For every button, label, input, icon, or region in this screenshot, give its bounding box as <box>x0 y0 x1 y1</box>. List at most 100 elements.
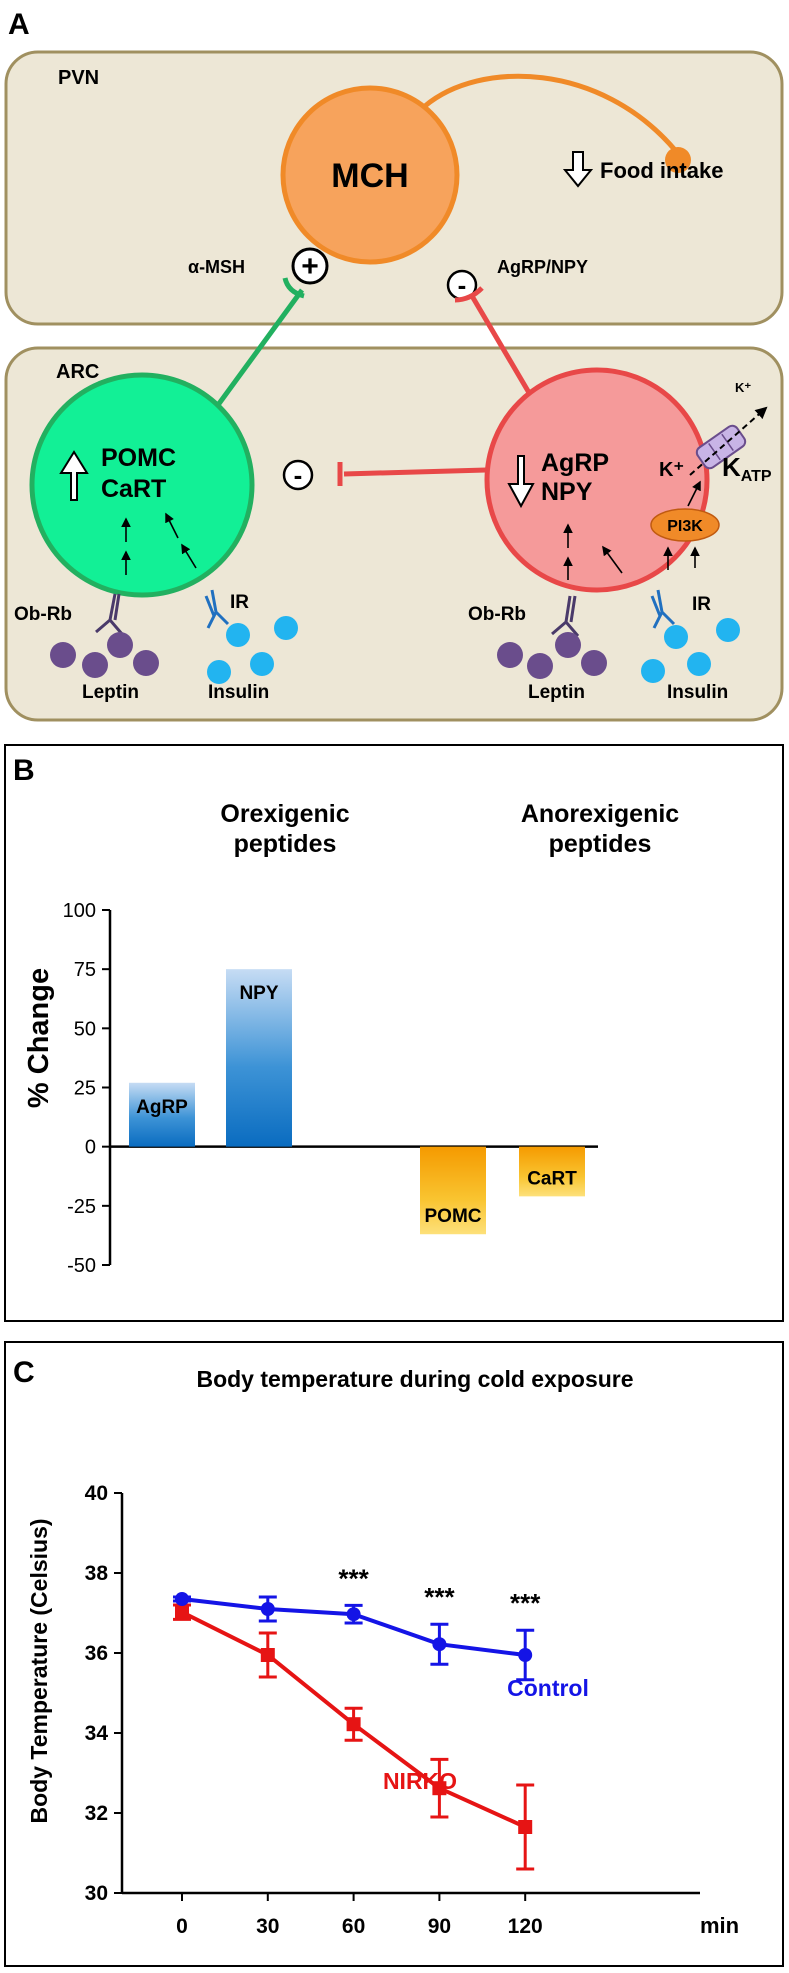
data-point-control <box>346 1607 361 1622</box>
data-point-nirko <box>260 1648 275 1662</box>
ir-receptor-left <box>204 589 230 629</box>
panel-a-letter: A <box>8 8 30 41</box>
pomc-arrow-3 <box>181 543 197 569</box>
panel-c-y-tick-label: 32 <box>85 1802 108 1825</box>
food-intake-label: Food intake <box>600 158 723 183</box>
pomc-to-mch-terminal <box>282 277 305 299</box>
panel-c-y-tick-label: 38 <box>85 1562 109 1585</box>
orexigenic-line1: Orexigenic <box>220 800 349 828</box>
data-point-nirko <box>518 1820 533 1834</box>
bar-label-npy: NPY <box>239 983 278 1004</box>
bar-pomc <box>420 1146 486 1235</box>
panel-c-y-tick-label: 34 <box>85 1722 109 1745</box>
mch-projection-line <box>423 73 677 152</box>
bar-label-cart: CaRT <box>527 1168 577 1189</box>
data-point-nirko <box>346 1717 361 1732</box>
panel-c: C Body temperature during cold exposure … <box>4 1341 784 1967</box>
panel-c-x-tick-label: 30 <box>256 1915 279 1938</box>
agrp-npy-top-label: AgRP/NPY <box>497 257 588 277</box>
panel-b-y-tick-label: 50 <box>74 1018 96 1040</box>
mch-cell <box>280 85 460 265</box>
arc-label: ARC <box>56 361 99 383</box>
ir-label-left: IR <box>230 592 249 613</box>
panel-c-letter: C <box>13 1356 35 1389</box>
pomc-cell <box>29 372 255 598</box>
mch-label: MCH <box>331 157 408 195</box>
minus-sign-mid: - <box>294 460 303 490</box>
alpha-msh-label: α-MSH <box>188 257 245 277</box>
potassium-efflux-arrow <box>689 406 768 476</box>
obrb-receptor-right <box>551 595 580 637</box>
panel-b-bars: AgRP NPY POMC CaRT <box>129 969 585 1235</box>
k-plus-outside-label: K⁺ <box>735 380 751 395</box>
obrb-label-left: Ob-Rb <box>14 604 72 625</box>
pvn-label: PVN <box>58 67 99 89</box>
data-point-nirko <box>432 1781 447 1796</box>
katp-label: KATP <box>722 452 772 485</box>
ir-label-right: IR <box>692 594 711 615</box>
agrp-to-mch-line <box>469 294 541 410</box>
bar-label-agrp: AgRP <box>136 1097 188 1118</box>
panel-c-x-tick-label: 90 <box>428 1915 451 1938</box>
insulin-label-left: Insulin <box>208 682 269 703</box>
leptin-molecules-right <box>497 632 607 679</box>
data-point-control <box>432 1637 447 1652</box>
panel-b-y-tick-label: 0 <box>85 1137 96 1159</box>
pomc-arrow-4 <box>165 512 179 539</box>
panel-c-y-tick-label: 40 <box>85 1482 108 1505</box>
agrp-label: AgRP <box>541 449 609 477</box>
panel-b-y-tick-label: 25 <box>74 1078 96 1100</box>
data-point-control <box>175 1592 189 1606</box>
agrp-arrow-3 <box>602 545 623 574</box>
plus-sign: + <box>301 250 319 283</box>
panel-b-frame <box>4 744 784 1322</box>
minus-sign-circle-mid <box>282 459 314 491</box>
significance-stars: *** <box>338 1563 369 1593</box>
bar-cart <box>519 1146 585 1197</box>
panel-b-y-tick-label: -25 <box>67 1196 96 1218</box>
bar-label-pomc: POMC <box>425 1206 482 1227</box>
agrp-cell <box>484 367 710 593</box>
pi3k-label: PI3K <box>667 518 703 535</box>
data-point-control <box>260 1602 275 1616</box>
leptin-molecules-left <box>50 632 159 678</box>
insulin-molecules-left <box>207 616 298 684</box>
series-label-nirko: NIRKO <box>383 1768 457 1794</box>
pomc-up-arrow-icon <box>59 450 89 501</box>
pomc-to-mch-line <box>215 288 305 407</box>
panel-b-y-tick-label: 100 <box>63 900 96 922</box>
food-intake-down-arrow-icon <box>562 151 594 188</box>
panel-c-x-tick-label: 120 <box>508 1915 543 1938</box>
obrb-receptor-left <box>95 593 124 635</box>
significance-stars: *** <box>510 1588 541 1618</box>
significance-stars: *** <box>424 1582 455 1612</box>
plus-sign-circle <box>291 247 329 285</box>
insulin-label-right: Insulin <box>667 682 728 703</box>
anorexigenic-line1: Anorexigenic <box>521 800 679 828</box>
cart-label: CaRT <box>101 475 166 503</box>
mch-terminal <box>665 147 691 173</box>
leptin-label-right: Leptin <box>528 682 585 703</box>
panel-c-frame <box>4 1341 784 1967</box>
minus-sign-top: - <box>458 270 467 300</box>
panel-b: B Orexigenic peptides Anorexigenic pepti… <box>4 744 784 1322</box>
panel-c-x-tick-label: 0 <box>176 1915 188 1938</box>
npy-label: NPY <box>541 478 593 506</box>
pi3k-to-katp-arrow <box>687 480 701 507</box>
panel-c-x-tick-label: 60 <box>342 1915 365 1938</box>
bar-npy <box>226 969 292 1147</box>
panel-c-y-axis-label: Body Temperature (Celsius) <box>26 1518 52 1823</box>
data-point-control <box>518 1648 533 1662</box>
leptin-label-left: Leptin <box>82 682 139 703</box>
data-point-nirko <box>175 1605 189 1620</box>
orexigenic-line2: peptides <box>234 830 337 858</box>
insulin-molecules-right <box>641 618 740 683</box>
panel-c-title: Body temperature during cold exposure <box>196 1366 633 1392</box>
bar-agrp <box>129 1082 195 1147</box>
agrp-down-arrow-icon <box>507 455 535 509</box>
panel-c-x-unit: min <box>700 1913 739 1938</box>
